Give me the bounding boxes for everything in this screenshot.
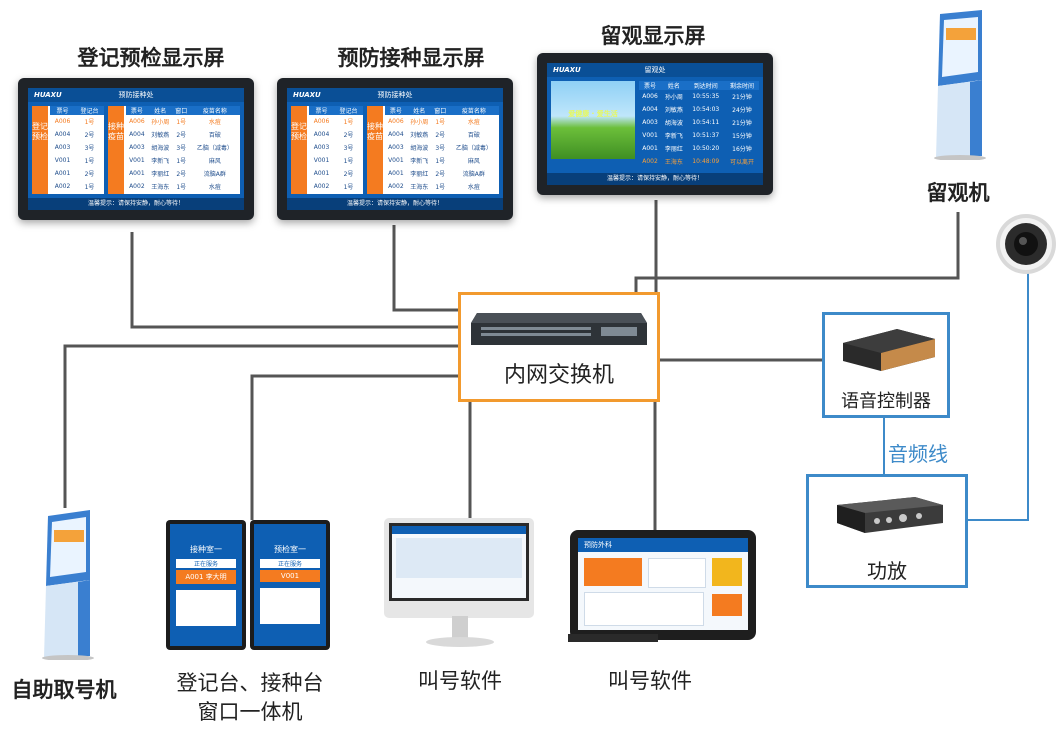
screen-footer: 温馨提示：请保持安静，耐心等待！: [287, 198, 503, 210]
voice-controller-icon: [843, 329, 935, 371]
terminal-room-title: 接种室一: [190, 545, 222, 554]
window-terminal-caption-2: 窗口一体机: [197, 700, 303, 724]
brand-logo: HUAXU: [553, 66, 581, 74]
sidebar-label: 接种疫苗: [367, 106, 383, 194]
speaker-icon: [996, 214, 1056, 274]
terminal-room-title: 预检室一: [274, 545, 306, 554]
window-terminal-2: 预检室一 正在服务 V001: [250, 520, 330, 650]
screen2-caption: 预防接种显示屏: [337, 46, 485, 70]
banner-slogan: 爱健康 · 爱生活: [568, 110, 618, 118]
sidebar-label: 登记预检: [291, 106, 307, 194]
screen-title: 留观处: [644, 66, 666, 74]
observation-kiosk-icon: [934, 10, 986, 160]
terminal-ticket: A001 李大明: [176, 570, 236, 584]
sidebar-label: 登记预检: [32, 106, 48, 194]
voice-controller: 语音控制器: [822, 312, 950, 418]
tablet-stand: [568, 634, 658, 642]
terminal-status: 正在服务: [176, 559, 236, 568]
call-software-caption-2: 叫号软件: [608, 669, 692, 693]
amplifier-icon: [837, 497, 943, 533]
screen-footer: 温馨提示：请保持安静，耐心等待！: [547, 173, 763, 185]
screen1-caption: 登记预检显示屏: [77, 46, 225, 70]
banner-image: 爱健康 · 爱生活: [551, 81, 635, 159]
brand-logo: HUAXU: [34, 91, 62, 99]
call-software-caption-1: 叫号软件: [418, 669, 502, 693]
screen3-caption: 留观显示屏: [600, 24, 706, 48]
screen-title: 预防接种处: [118, 91, 154, 99]
audio-line-label: 音频线: [888, 442, 948, 466]
self-kiosk-caption: 自助取号机: [11, 678, 117, 702]
voice-controller-caption: 语音控制器: [841, 391, 931, 412]
window-terminal-1: 接种室一 正在服务 A001 李大明: [166, 520, 246, 650]
amplifier-caption: 功放: [867, 559, 907, 583]
screen-footer: 温馨提示：请保持安静，耐心等待！: [28, 198, 244, 210]
window-terminal-caption-1: 登记台、接种台: [176, 671, 324, 695]
switch-icon: [471, 313, 647, 345]
screen-title: 预防接种处: [377, 91, 413, 99]
sidebar-label: 接种疫苗: [108, 106, 124, 194]
intranet-switch: 内网交换机: [458, 292, 660, 402]
tablet-header: 预防外科: [578, 538, 748, 552]
self-service-kiosk-icon: [42, 510, 94, 660]
call-software-tablet: 预防外科: [570, 530, 756, 640]
terminal-status: 正在服务: [260, 559, 320, 568]
observation-kiosk-caption: 留观机: [926, 181, 990, 205]
terminal-ticket: V001: [260, 570, 320, 582]
switch-caption: 内网交换机: [503, 363, 614, 388]
call-software-monitor: [384, 518, 534, 618]
monitor-stand: [426, 616, 494, 647]
brand-logo: HUAXU: [293, 91, 321, 99]
amplifier: 功放: [806, 474, 968, 588]
